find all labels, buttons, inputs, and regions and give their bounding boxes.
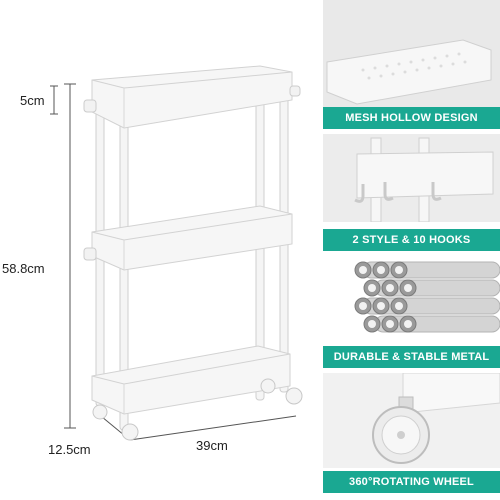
dimension-top-height: 5cm xyxy=(20,93,45,108)
tube-holes xyxy=(359,266,412,328)
feature-image-mesh xyxy=(323,0,500,107)
cart-illustration xyxy=(50,65,303,441)
mesh-holes xyxy=(361,52,467,80)
middle-shelf xyxy=(83,205,293,271)
hook-icons xyxy=(354,182,442,203)
feature-image-hooks xyxy=(323,134,500,222)
feature-label-mesh: MESH HOLLOW DESIGN xyxy=(323,107,500,129)
feature-label-wheel: 360°ROTATING WHEEL xyxy=(323,471,500,493)
dimension-total-height: 58.8cm xyxy=(2,261,45,276)
feature-image-wheel xyxy=(323,373,500,468)
dimension-width: 39cm xyxy=(196,438,228,453)
top-shelf xyxy=(83,65,301,129)
bottom-shelf xyxy=(91,345,291,415)
feature-label-metal: DURABLE & STABLE METAL xyxy=(323,346,500,368)
dimension-depth: 12.5cm xyxy=(48,442,91,457)
feature-label-hooks: 2 STYLE & 10 HOOKS xyxy=(323,229,500,251)
wheels xyxy=(92,378,303,441)
feature-image-tubes xyxy=(323,258,500,344)
